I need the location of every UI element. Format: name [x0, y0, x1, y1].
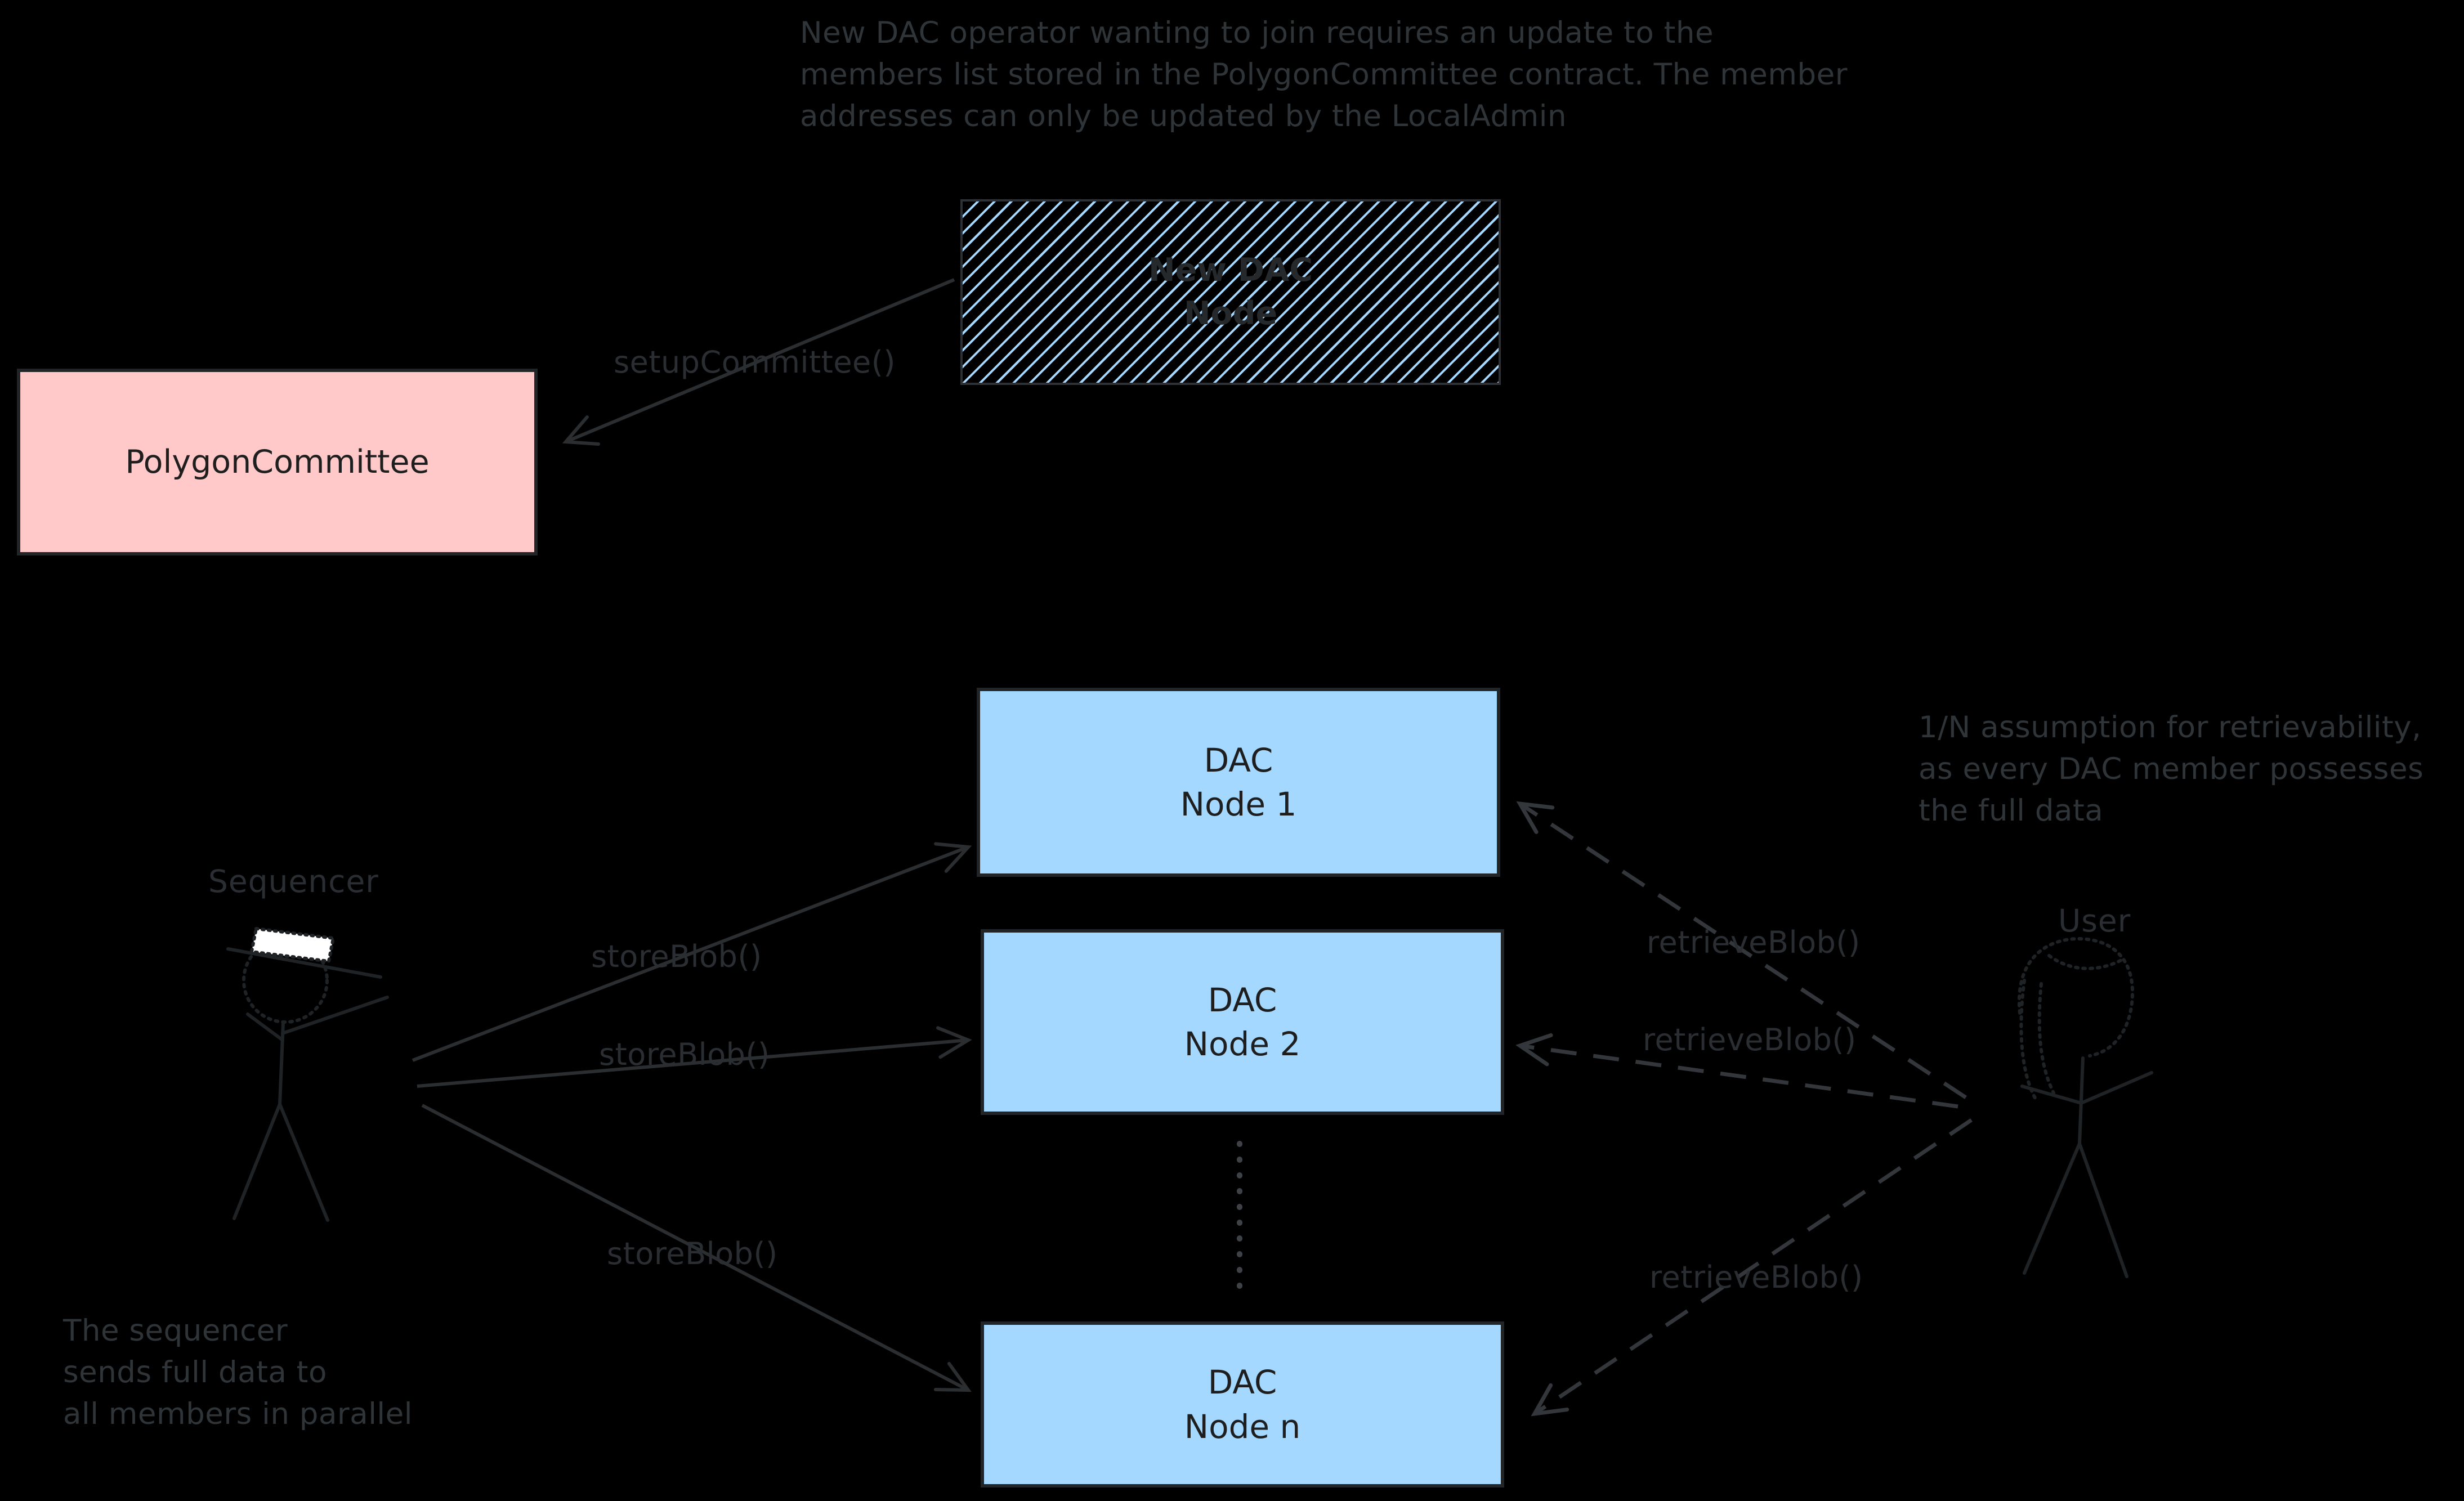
note-sequencer-parallel: The sequencer sends full data to all mem… [63, 1314, 413, 1432]
arrow-retrieve-blob-3 [1531, 1118, 1973, 1417]
sequencer-arm-right [281, 996, 389, 1035]
sequencer-hat-brim [226, 947, 382, 979]
arrow-retrieve-blob-1 [1516, 801, 1967, 1099]
sequencer-figure [226, 926, 389, 1222]
arrow-store-blob-3 [421, 1104, 972, 1392]
sequencer-leg-left [232, 1103, 281, 1220]
note-retrievability: 1/N assumption for retrievability, as ev… [1919, 710, 2424, 828]
box-dac-node-n-label: DAC Node n [1184, 1363, 1301, 1446]
label-sequencer: Sequencer [208, 863, 379, 899]
sequencer-leg-right [278, 1103, 329, 1222]
user-hair-fringe [2047, 954, 2123, 970]
box-dac-node-1-label: DAC Node 1 [1180, 741, 1297, 823]
label-store-blob-2: storeBlob() [599, 1037, 770, 1072]
box-new-dac-node: New DAC Node [960, 199, 1501, 385]
box-dac-node-n: DAC Node n [981, 1321, 1504, 1487]
box-polygon-committee-label: PolygonCommittee [125, 443, 430, 481]
user-ponytail-outer [2019, 979, 2038, 1103]
label-store-blob-3: storeBlob() [607, 1236, 778, 1271]
label-retrieve-blob-3: retrieveBlob() [1649, 1260, 1863, 1295]
sequencer-body [278, 1021, 285, 1106]
box-dac-node-2: DAC Node 2 [981, 929, 1504, 1115]
user-hair-outline [2017, 937, 2135, 1058]
label-retrieve-blob-1: retrieveBlob() [1647, 925, 1861, 960]
user-ponytail-inner [2037, 982, 2055, 1095]
user-arm-left [2020, 1085, 2083, 1105]
label-setup-committee: setupCommittee() [614, 344, 896, 380]
label-store-blob-1: storeBlob() [591, 939, 762, 974]
label-retrieve-blob-2: retrieveBlob() [1643, 1022, 1857, 1058]
sequencer-hat-crown [249, 926, 336, 964]
user-body [2078, 1056, 2085, 1145]
box-polygon-committee: PolygonCommittee [17, 369, 538, 555]
user-arm-right [2080, 1071, 2153, 1105]
user-figure [2017, 937, 2153, 1278]
user-leg-left [2023, 1142, 2081, 1275]
arrow-setup-committee [562, 278, 955, 446]
arrow-store-blob-1 [412, 842, 972, 1062]
arrow-store-blob-2 [417, 1026, 972, 1088]
user-leg-right [2078, 1142, 2128, 1278]
box-new-dac-node-label: New DAC Node [1148, 252, 1313, 332]
sequencer-arm-left [246, 1012, 284, 1042]
box-dac-node-1: DAC Node 1 [977, 688, 1500, 877]
note-new-dac-operator: New DAC operator wanting to join require… [800, 16, 1848, 134]
arrow-retrieve-blob-2 [1515, 1033, 1958, 1109]
label-user: User [2058, 903, 2131, 939]
box-dac-node-2-label: DAC Node 2 [1184, 980, 1301, 1063]
